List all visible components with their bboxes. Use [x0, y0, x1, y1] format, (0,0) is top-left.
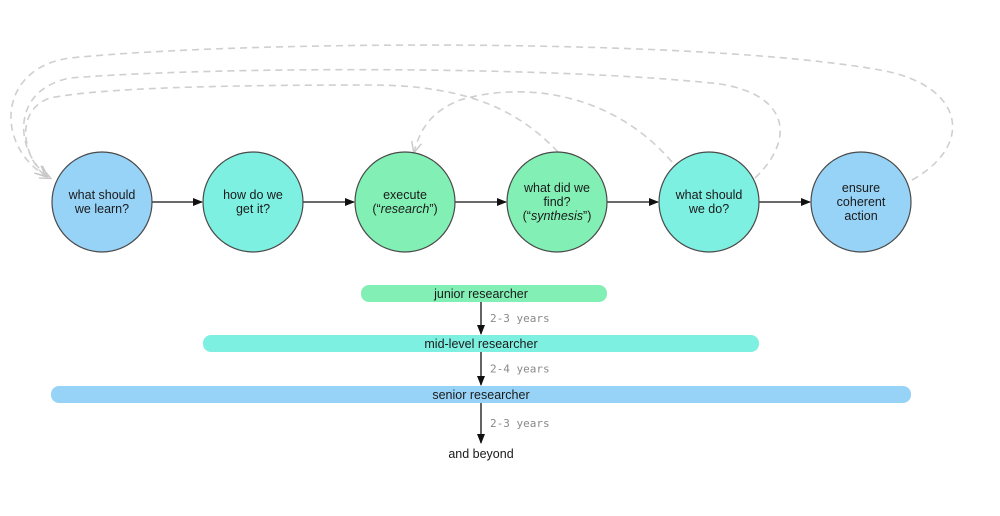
career-level-3: senior researcher: [51, 386, 911, 403]
career-ladder: junior researcher mid-level researcher sen…: [51, 285, 911, 461]
career-step-duration: 2-3 years: [490, 312, 550, 325]
career-level-2: mid-level researcher: [203, 335, 759, 352]
career-level-bar: [361, 285, 607, 302]
stage-circle: [202, 151, 304, 253]
stage-label-line: we do?: [688, 202, 729, 216]
stage-circle: [354, 151, 456, 253]
stage-label-line: coherent: [837, 195, 886, 209]
stage-label-line: get it?: [236, 202, 270, 216]
career-level-label: senior researcher: [432, 388, 529, 402]
stage-label-line: what should: [675, 188, 743, 202]
career-level-bar: [51, 386, 911, 403]
stage-label-line: execute: [383, 188, 427, 202]
stage-circle: [506, 151, 608, 253]
stage-label-line: action: [844, 209, 877, 223]
career-step-duration: 2-4 years: [490, 363, 550, 376]
stage-label-line: what did we: [523, 181, 590, 195]
feedback-loop-do-to-execute: [414, 91, 673, 163]
career-end-label: and beyond: [448, 447, 513, 461]
stage-node-3: execute(“research”): [354, 151, 456, 253]
stage-circle: [51, 151, 153, 253]
feedback-loops: [10, 44, 954, 181]
career-step-duration: 2-3 years: [490, 417, 550, 430]
stage-label-line: what should: [68, 188, 136, 202]
stage-label-line: how do we: [223, 188, 283, 202]
stage-label-line: ensure: [842, 181, 880, 195]
stage-circle: [658, 151, 760, 253]
stage-circle: [810, 151, 912, 253]
stage-label-line: find?: [543, 195, 570, 209]
career-level-1: junior researcher: [361, 285, 607, 302]
feedback-loop-find-to-learn: [25, 84, 559, 176]
stage-label-line: we learn?: [74, 202, 129, 216]
stage-label-line: (“research”): [372, 202, 437, 216]
career-level-label: junior researcher: [433, 287, 528, 301]
stage-label-line: (“synthesis”): [523, 209, 592, 223]
career-level-bar: [203, 335, 759, 352]
feedback-loop-action-to-learn: [10, 44, 954, 181]
career-level-label: mid-level researcher: [424, 337, 537, 351]
